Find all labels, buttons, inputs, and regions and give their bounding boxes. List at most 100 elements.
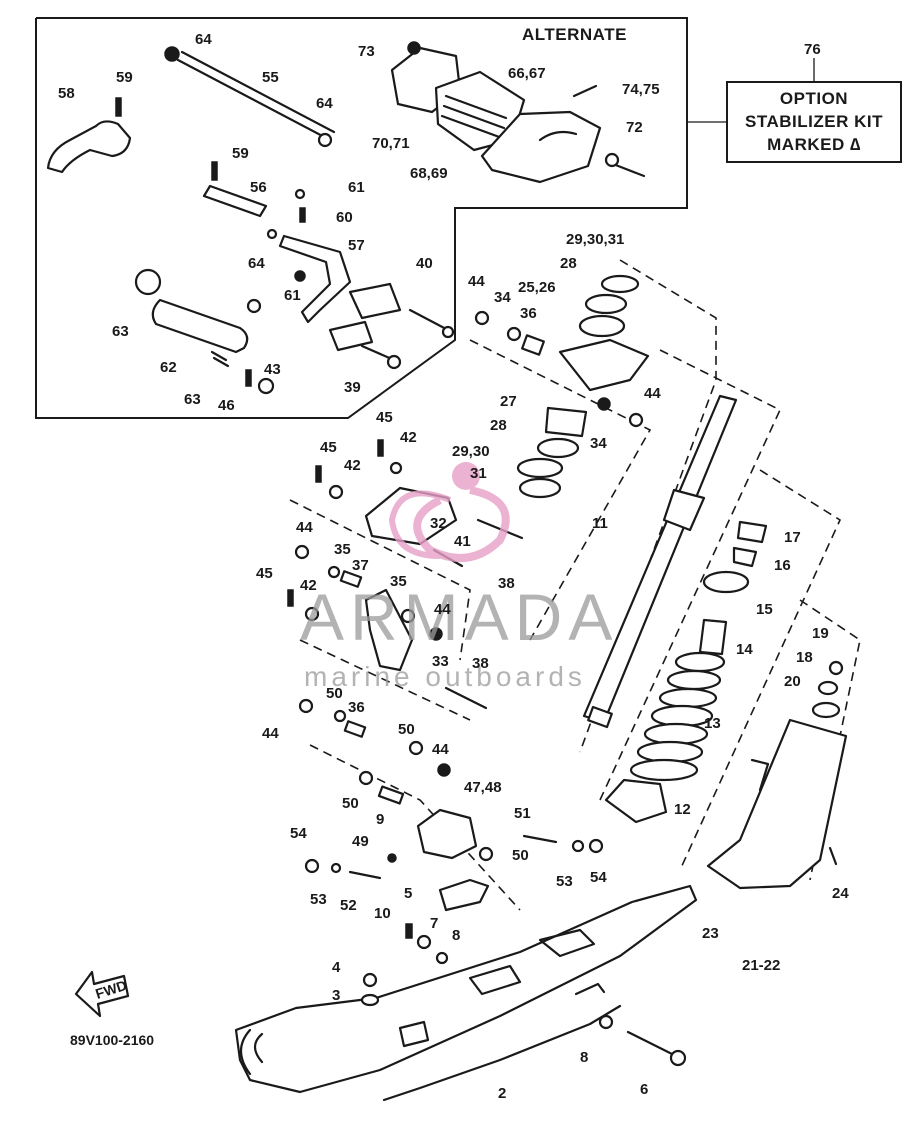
callout: 36 bbox=[520, 305, 537, 322]
callout: 50 bbox=[398, 721, 415, 738]
callout: 21-22 bbox=[742, 957, 780, 974]
callout: 74,75 bbox=[622, 81, 660, 98]
callout: 24 bbox=[832, 885, 849, 902]
callout: 31 bbox=[470, 465, 487, 482]
callout: 47,48 bbox=[464, 779, 502, 796]
spindle-housing-21-22 bbox=[706, 718, 848, 890]
fwd-arrow-icon: FWD bbox=[74, 970, 130, 1018]
callout: 64 bbox=[316, 95, 333, 112]
callout: 19 bbox=[812, 625, 829, 642]
callout: 56 bbox=[250, 179, 267, 196]
bolt-6 bbox=[626, 1030, 678, 1058]
pin-59 bbox=[211, 161, 218, 181]
callout: 60 bbox=[336, 209, 353, 226]
option-note-line-1: OPTION bbox=[780, 89, 848, 108]
callout: 61 bbox=[348, 179, 365, 196]
callout: 66,67 bbox=[508, 65, 546, 82]
callout: 54 bbox=[590, 869, 607, 886]
callout: 13 bbox=[704, 715, 721, 732]
option-note-line-2: STABILIZER KIT bbox=[745, 112, 883, 131]
callout: 2 bbox=[498, 1085, 506, 1102]
nut-43 bbox=[257, 377, 275, 395]
callout: 42 bbox=[300, 577, 317, 594]
spring-13 bbox=[629, 651, 726, 782]
callout: 35 bbox=[334, 541, 351, 558]
callout: 64 bbox=[248, 255, 265, 272]
callout: 62 bbox=[160, 359, 177, 376]
callout: 42 bbox=[400, 429, 417, 446]
rod-55 bbox=[176, 58, 332, 142]
callout: 72 bbox=[626, 119, 643, 136]
callout: 9 bbox=[376, 811, 384, 828]
shaft-56 bbox=[202, 184, 268, 218]
arm-57 bbox=[278, 234, 352, 324]
retainer-15 bbox=[702, 570, 750, 594]
upper-bracket-group bbox=[474, 274, 650, 499]
callout: 38 bbox=[472, 655, 489, 672]
wear-bar bbox=[382, 1004, 622, 1102]
pin-59-top bbox=[115, 97, 122, 117]
callout: 68,69 bbox=[410, 165, 448, 182]
callout: 63 bbox=[184, 391, 201, 408]
callout: 73 bbox=[358, 43, 375, 60]
callout: 12 bbox=[674, 801, 691, 818]
callout: 8 bbox=[580, 1049, 588, 1066]
callout: 44 bbox=[644, 385, 661, 402]
callout: 50 bbox=[512, 847, 529, 864]
callout: 5 bbox=[404, 885, 412, 902]
callout: 6 bbox=[640, 1081, 648, 1098]
watermark-tagline: marine outboards bbox=[304, 661, 586, 692]
callout: 44 bbox=[434, 601, 451, 618]
callout: 55 bbox=[262, 69, 279, 86]
bump-stop-14 bbox=[698, 618, 728, 656]
callout: 38 bbox=[498, 575, 515, 592]
washer-64-right bbox=[317, 132, 333, 148]
callout: 43 bbox=[264, 361, 281, 378]
steering-parts-group bbox=[46, 41, 646, 395]
callout: 53 bbox=[310, 891, 327, 908]
dashed-guide-lines bbox=[289, 259, 861, 911]
nut-4 bbox=[362, 972, 378, 988]
housing-66-67 bbox=[480, 110, 602, 184]
callout: 8 bbox=[452, 927, 460, 944]
callout: 28 bbox=[560, 255, 577, 272]
callout: 64 bbox=[195, 31, 212, 48]
callout: 17 bbox=[784, 529, 801, 546]
clip-74-75 bbox=[572, 84, 598, 98]
lever-58 bbox=[46, 120, 132, 174]
strut-11 bbox=[582, 394, 738, 729]
callout: 29,30 bbox=[452, 443, 490, 460]
nut-73 bbox=[407, 41, 421, 55]
callout: 18 bbox=[796, 649, 813, 666]
callout: 39 bbox=[344, 379, 361, 396]
callout: 34 bbox=[494, 289, 511, 306]
callout: 59 bbox=[232, 145, 249, 162]
washer-8 bbox=[598, 1014, 614, 1030]
callout: 7 bbox=[430, 915, 438, 932]
callout: 54 bbox=[290, 825, 307, 842]
callout: 46 bbox=[218, 397, 235, 414]
callout: 15 bbox=[756, 601, 773, 618]
callout: 59 bbox=[116, 69, 133, 86]
bushing-16 bbox=[732, 546, 758, 568]
watermark-brand: ARMADA bbox=[300, 580, 618, 654]
callout: 44 bbox=[432, 741, 449, 758]
washer-64-top bbox=[164, 46, 180, 62]
callout: 45 bbox=[320, 439, 337, 456]
callout: 57 bbox=[348, 237, 365, 254]
callout: 50 bbox=[326, 685, 343, 702]
collar-17 bbox=[736, 520, 768, 544]
callout: 51 bbox=[514, 805, 531, 822]
callout: 52 bbox=[340, 897, 357, 914]
callout: 32 bbox=[430, 515, 447, 532]
callout-labels: 64 58 59 55 64 73 70,71 66,67 68,69 74,7… bbox=[58, 31, 849, 1102]
grip-62 bbox=[151, 298, 249, 354]
callout: 63 bbox=[112, 323, 129, 340]
callout: 34 bbox=[590, 435, 607, 452]
callout: 28 bbox=[490, 417, 507, 434]
callout: 16 bbox=[774, 557, 791, 574]
callout: 23 bbox=[702, 925, 719, 942]
callout: 50 bbox=[342, 795, 359, 812]
callout: 27 bbox=[500, 393, 517, 410]
